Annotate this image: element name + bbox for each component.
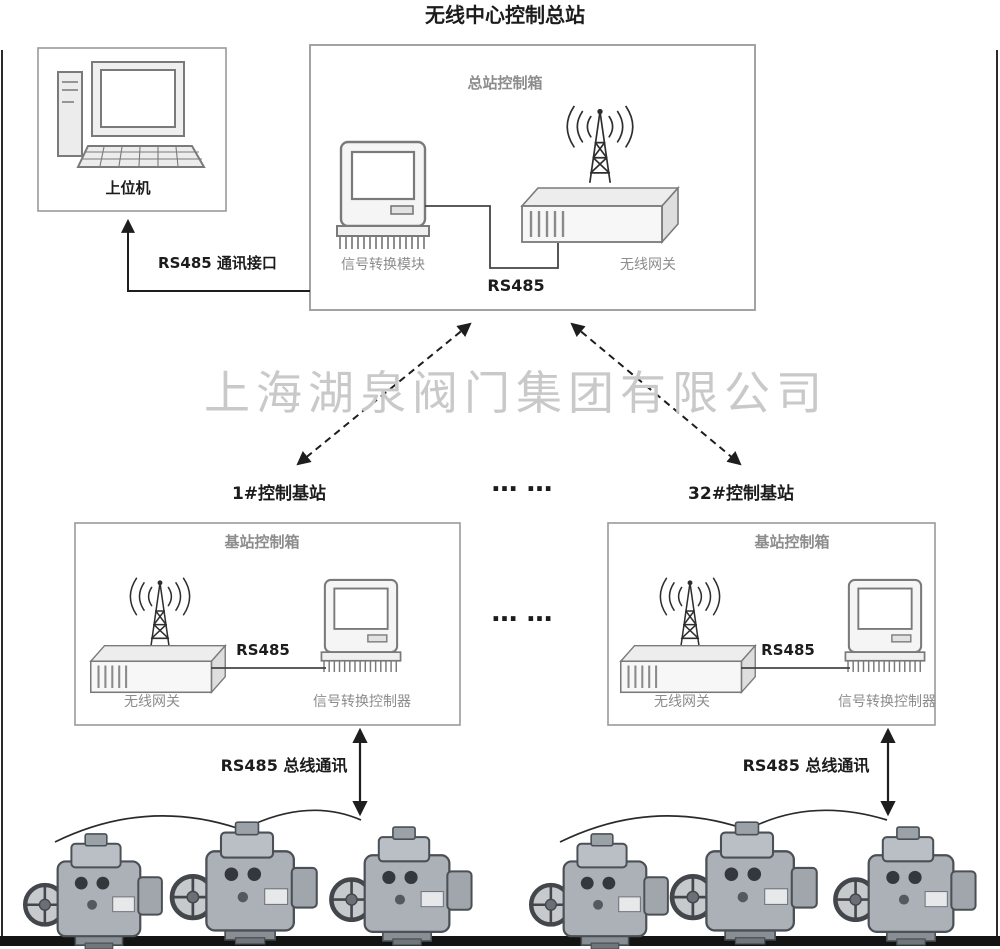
valve-actuator [835,827,975,945]
signal-module-device [335,140,431,250]
station32-controller-label: 信号转换控制器 [838,694,936,710]
master-rs485-wire [425,205,559,269]
station1-controller-label: 信号转换控制器 [313,694,411,710]
station1-controller-device [320,578,402,673]
master-rs485-label: RS485 [487,276,545,295]
host-computer-group [37,47,227,212]
valve-actuator [531,834,668,949]
ellipsis-middle: … … [491,598,553,628]
wireless-link-right [570,322,742,466]
wireless-link-left [296,322,472,466]
host-link-arrow [121,218,310,292]
master-gateway-device [520,186,680,244]
station1-rs485-label: RS485 [236,641,290,659]
station32-gateway-device [619,644,757,694]
valve-actuator [331,827,471,945]
station1-bus-label: RS485 总线通讯 [220,756,348,775]
station1-gateway-label: 无线网关 [124,694,180,710]
page-frame [0,50,1000,946]
station32-bus-label: RS485 总线通讯 [742,756,870,775]
station1-gateway-device [89,644,227,694]
station32-title: 32#控制基站 [688,484,794,504]
actuator-cables [54,809,888,843]
signal-module-label: 信号转换模块 [341,257,425,273]
station32-controller-device [844,578,926,673]
host-computer-label: 上位机 [105,179,151,197]
master-box-label: 总站控制箱 [467,74,543,92]
station32-box-label: 基站控制箱 [754,533,830,551]
station32-rs485-label: RS485 [761,641,815,659]
station1-box-label: 基站控制箱 [224,533,300,551]
watermark: 上海湖泉阀门集团有限公司 [204,366,828,420]
host-link-label: RS485 通讯接口 [158,254,277,272]
master-gateway-label: 无线网关 [620,257,676,273]
valve-actuator [672,822,817,944]
valve-actuator [25,834,162,949]
station32-gateway-label: 无线网关 [654,694,710,710]
valve-actuator [172,822,317,944]
diagram-title: 无线中心控制总站 [425,3,585,27]
ellipsis-top: … … [491,468,553,498]
station1-title: 1#控制基站 [231,484,327,504]
host-computer-illustration [57,61,206,168]
